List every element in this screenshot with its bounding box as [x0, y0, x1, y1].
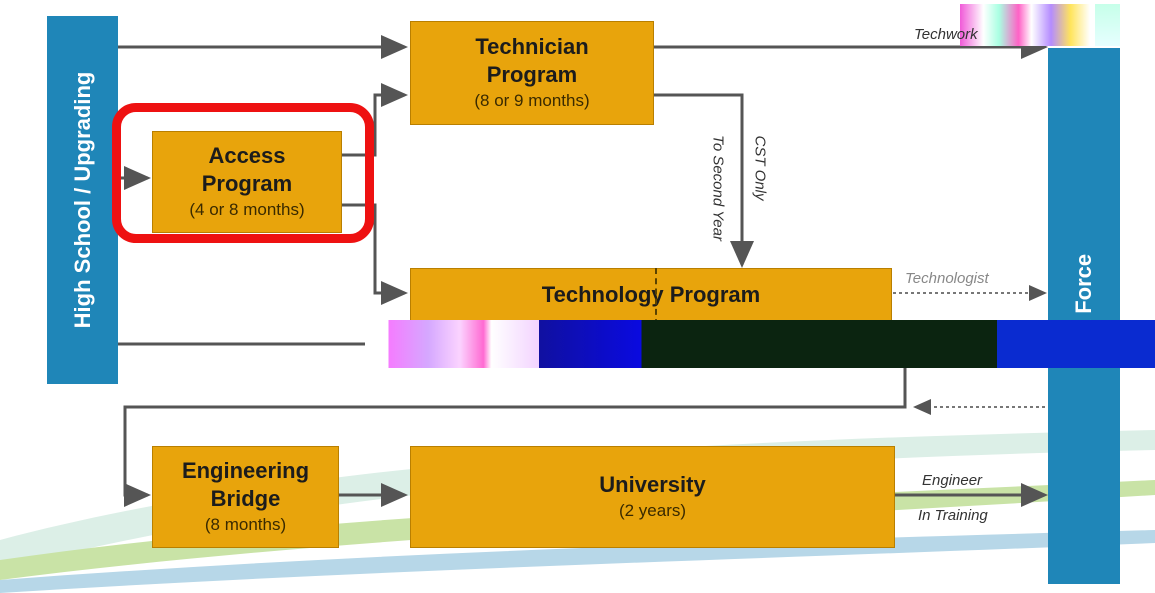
- access-program-box: Access Program (4 or 8 months): [152, 131, 342, 233]
- access-title-1: Access: [208, 143, 286, 168]
- arrow-access-technician: [340, 83, 408, 157]
- access-highlight-frame: [112, 103, 374, 243]
- image-artifact-top: [960, 4, 1090, 46]
- technologist-outcome-label: Technologist: [905, 270, 989, 287]
- arrow-access-technology: [340, 203, 408, 305]
- high-school-label: High School / Upgrading: [69, 71, 95, 329]
- engineering-bridge-box: Engineering Bridge (8 months): [152, 446, 339, 548]
- technician-program-box: Technician Program (8 or 9 months): [410, 21, 654, 125]
- to-second-year-label: To Second Year: [709, 135, 727, 241]
- access-duration: (4 or 8 months): [189, 200, 305, 219]
- cst-only-label: CST Only: [751, 135, 769, 201]
- work-force-bar: k Force: [1048, 48, 1120, 584]
- image-artifact-top-edge: [1095, 4, 1120, 46]
- technician-outcome-label: Techwork: [914, 26, 978, 43]
- university-duration: (2 years): [618, 501, 687, 520]
- image-artifact-band: [365, 320, 1155, 368]
- university-title: University: [599, 472, 706, 497]
- arrow-technician-technology: [652, 93, 754, 268]
- high-school-bar: High School / Upgrading: [47, 16, 118, 384]
- bridge-title-1: Engineering: [181, 458, 310, 483]
- arrow-technology-bridge: [123, 365, 907, 507]
- access-title-2: Program: [201, 171, 293, 196]
- bridge-duration: (8 months): [204, 515, 287, 534]
- technician-duration: (8 or 9 months): [474, 91, 590, 110]
- technician-title-1: Technician: [475, 34, 589, 59]
- engineer-label: Engineer: [922, 472, 983, 489]
- in-training-label: In Training: [918, 507, 988, 524]
- university-box: University (2 years): [410, 446, 895, 548]
- technology-year-divider: [655, 268, 657, 366]
- technology-title: Technology Program: [541, 282, 761, 307]
- technician-title-2: Program: [486, 62, 578, 87]
- bridge-title-2: Bridge: [210, 486, 281, 511]
